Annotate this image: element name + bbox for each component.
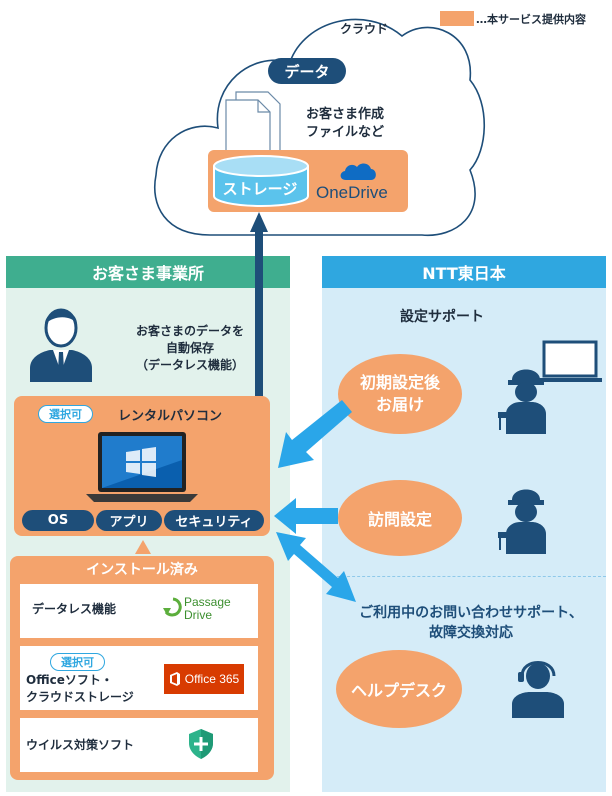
auto-save-caption-line1: お客さまのデータを (135, 324, 244, 338)
storage-label: ストレージ (222, 179, 298, 198)
passage-drive-logo: Passage Drive (184, 596, 231, 622)
office-label-line2: クラウドストレージ (26, 690, 134, 704)
os-chip: OS (22, 510, 94, 531)
helpdesk-oval: ヘルプデスク (336, 650, 462, 728)
customer-office-header: お客さま事業所 (6, 256, 290, 288)
office365-logo: Office 365 (164, 664, 244, 694)
initial-setup-oval: 初期設定後 お届け (338, 354, 462, 434)
rental-pc-title: レンタルパソコン (118, 409, 223, 424)
cloud-label: クラウド (340, 22, 389, 36)
selectable-tag: 選択可 (38, 405, 93, 423)
initial-setup-line1: 初期設定後 (359, 373, 440, 392)
legend-swatch (440, 11, 474, 26)
onedrive-label: OneDrive (316, 183, 388, 202)
document-icon (225, 91, 281, 163)
businessman-icon (30, 308, 92, 382)
section-divider (322, 576, 606, 577)
dataless-card (20, 584, 258, 638)
ntt-header: NTT東日本 (322, 256, 606, 288)
shield-icon (189, 729, 213, 759)
antivirus-label: ウイルス対策ソフト (26, 738, 135, 752)
auto-save-caption: お客さまのデータを 自動保存 （データレス機能） (100, 323, 280, 374)
headset-operator-icon (512, 661, 564, 718)
visit-setup-oval: 訪問設定 (338, 480, 462, 556)
passage-drive-logo-icon (163, 597, 182, 617)
selectable-tag: 選択可 (50, 653, 105, 671)
office-label-line1: Officeソフト・ (26, 673, 113, 687)
arrow-initial-to-pc (278, 400, 352, 468)
inquiry-support-line2: 故障交換対応 (429, 625, 513, 641)
technician-icon (498, 369, 546, 434)
passage-drive-logo-line1: Passage (184, 595, 231, 609)
document-caption-line2: ファイルなど (305, 125, 384, 140)
auto-save-caption-line2: 自動保存 (165, 341, 214, 355)
app-chip: アプリ (96, 510, 162, 531)
office-icon (169, 672, 180, 686)
dataless-label: データレス機能 (32, 602, 117, 616)
installed-header: インストール済み (86, 562, 198, 578)
document-caption-line1: お客さま作成 (305, 107, 384, 122)
storage-cylinder-icon (213, 155, 309, 207)
laptop-outline-icon (538, 340, 602, 382)
inquiry-support-caption: ご利用中のお問い合わせサポート、 故障交換対応 (340, 603, 602, 643)
antivirus-card (20, 718, 258, 772)
onedrive-cloud-icon (340, 163, 376, 180)
connector-triangle (135, 540, 151, 554)
auto-save-caption-line3: （データレス機能） (135, 358, 244, 372)
passage-drive-logo-line2: Drive (184, 608, 213, 622)
data-pill: データ (268, 58, 346, 84)
arrow-pc-helpdesk-bidirectional (276, 532, 356, 602)
security-chip: セキュリティ (164, 510, 264, 531)
inquiry-support-line1: ご利用中のお問い合わせサポート、 (359, 605, 583, 621)
technician-icon (498, 489, 546, 554)
initial-setup-line2: お届け (375, 395, 424, 414)
laptop-icon (86, 432, 198, 502)
arrow-visit-to-pc (274, 498, 338, 534)
office-label: Officeソフト・ クラウドストレージ (26, 672, 134, 706)
upload-arrow (242, 212, 268, 414)
setup-support-title: 設定サポート (400, 309, 484, 325)
document-caption: お客さま作成 ファイルなど (300, 106, 390, 142)
legend-label: …本サービス提供内容 (476, 13, 586, 26)
office365-logo-text: Office 365 (184, 672, 240, 686)
